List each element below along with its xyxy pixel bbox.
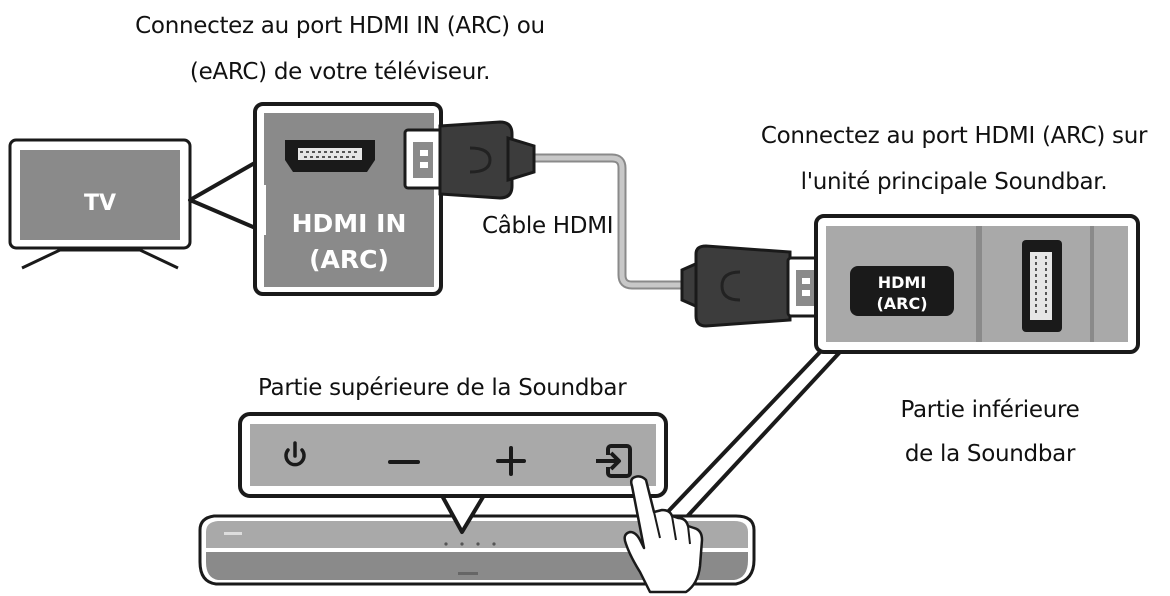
tv-label: TV: [84, 191, 116, 216]
bottom-callout-line-2: [680, 350, 842, 524]
soundbar: [198, 514, 756, 586]
cable-label: Câble HDMI: [482, 213, 614, 239]
top-controls-callout: [238, 412, 668, 534]
hdmi-plug-soundbar-end-icon: [680, 244, 828, 328]
bottom-part-label-line2: de la Soundbar: [904, 441, 1076, 467]
hand-pointer-icon: [623, 475, 704, 594]
tv-hdmi-port-icon: [285, 140, 375, 172]
tv: TV: [8, 138, 192, 270]
tv-port-instruction-line2: (eARC) de votre téléviseur.: [189, 59, 491, 85]
bottom-part-label-line1: Partie inférieure: [900, 397, 1080, 423]
tv-port-name: HDMI IN: [292, 209, 407, 238]
tv-port-instruction-line1: Connectez au port HDMI IN (ARC) ou: [135, 13, 545, 39]
power-icon[interactable]: [284, 441, 306, 467]
top-part-label: Partie supérieure de la Soundbar: [258, 375, 627, 401]
soundbar-port-name: HDMI: [878, 273, 927, 292]
soundbar-port-panel: [814, 214, 1140, 354]
bottom-callout-line-1: [658, 348, 824, 522]
tv-port-arc: (ARC): [309, 245, 389, 274]
hdmi-plug-tv-end-icon: [403, 120, 536, 200]
soundbar-port-arc: (ARC): [876, 294, 927, 313]
soundbar-port-instruction-line2: l'unité principale Soundbar.: [800, 169, 1108, 195]
source-icon[interactable]: [596, 444, 632, 478]
plus-icon[interactable]: [496, 446, 526, 476]
soundbar-port-instruction-line1: Connectez au port HDMI (ARC) sur: [760, 123, 1148, 149]
